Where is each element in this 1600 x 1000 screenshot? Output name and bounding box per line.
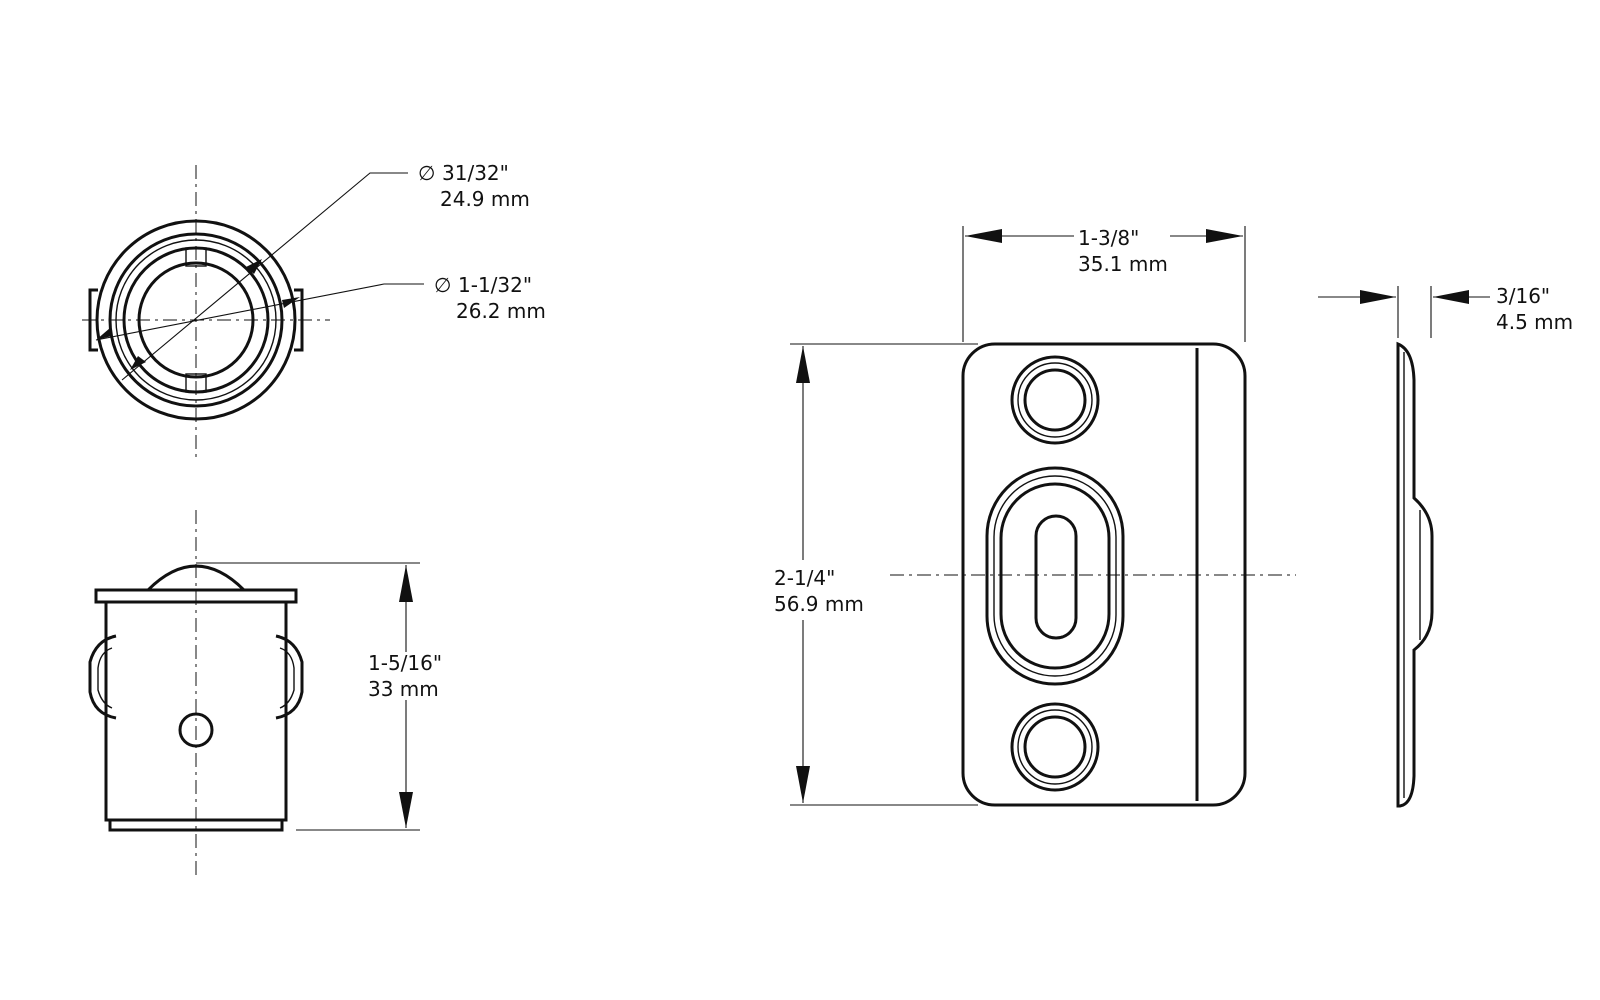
outer-body-circle [108, 232, 284, 408]
ball-catch-side-view: 1-5/16" 33 mm [88, 510, 442, 880]
inner-diameter-fraction: 31/32" [442, 161, 509, 185]
bottom-screw-hole [1023, 715, 1087, 779]
side-height-fraction: 1-5/16" [368, 651, 442, 675]
top-screw-ring [1017, 362, 1093, 438]
leader-outer-diameter [95, 283, 424, 341]
arrowhead [96, 328, 112, 340]
strike-plate-front-view: 1-3/8" 35.1 mm 2-1/4" 56.9 mm [774, 226, 1296, 807]
strike-plate-profile-view: 3/16" 4.5 mm [1318, 284, 1573, 808]
ball-recess-ring [993, 475, 1117, 677]
ball-slot [1034, 514, 1078, 640]
plate-width-metric: 35.1 mm [1078, 252, 1168, 276]
top-screw-hole [1023, 368, 1087, 432]
arrowhead [246, 259, 262, 274]
ball-dome [146, 564, 246, 592]
outer-flange-circle [95, 219, 297, 421]
top-screw-countersink [1010, 355, 1100, 445]
arrowhead-up [796, 346, 810, 383]
profile-thickness-metric: 4.5 mm [1496, 310, 1573, 334]
arrowhead [130, 356, 146, 370]
side-height-metric: 33 mm [368, 677, 439, 701]
body-ring-circle [115, 239, 277, 401]
top-flange [94, 588, 298, 604]
bottom-screw-countersink [1010, 702, 1100, 792]
side-spring-right [275, 634, 304, 720]
plate-height-metric: 56.9 mm [774, 592, 864, 616]
arrowhead-left [1433, 290, 1469, 304]
arrowhead-right [1360, 290, 1396, 304]
leader-inner-diameter [121, 172, 408, 381]
profile-outline [1396, 341, 1434, 808]
inner-diameter-metric: 24.9 mm [440, 187, 530, 211]
bottom-lip [108, 818, 284, 832]
plate-outline [961, 342, 1247, 807]
notch-top [185, 247, 207, 267]
plate-width-fraction: 1-3/8" [1078, 226, 1139, 250]
tab-left [88, 288, 98, 352]
outer-diameter-symbol: ∅ [434, 273, 451, 297]
profile-thickness-fraction: 3/16" [1496, 284, 1550, 308]
plate-height-fraction: 2-1/4" [774, 566, 835, 590]
pin-hole [178, 712, 214, 748]
notch-bottom [185, 373, 207, 393]
ball-recess-inner [999, 482, 1111, 670]
side-spring-right-inner [279, 647, 295, 709]
arrowhead [282, 297, 300, 308]
arrowhead-down [399, 792, 413, 828]
inner-bore-circle [137, 261, 255, 379]
arrowhead-right [1206, 229, 1243, 243]
side-spring-left-inner [97, 647, 113, 709]
ball-recess-outer [985, 466, 1125, 686]
bottom-screw-ring [1017, 709, 1093, 785]
arrowhead-down [796, 766, 810, 803]
inner-diameter-symbol: ∅ [418, 161, 435, 185]
outer-diameter-metric: 26.2 mm [456, 299, 546, 323]
ball-catch-top-view: ∅ 31/32" 24.9 mm ∅ 1-1/32" 26.2 mm [82, 161, 546, 460]
arrowhead-up [399, 565, 413, 602]
side-spring-left [88, 634, 117, 720]
outer-diameter-fraction: 1-1/32" [458, 273, 532, 297]
arrowhead-left [965, 229, 1002, 243]
tab-right [294, 288, 304, 352]
